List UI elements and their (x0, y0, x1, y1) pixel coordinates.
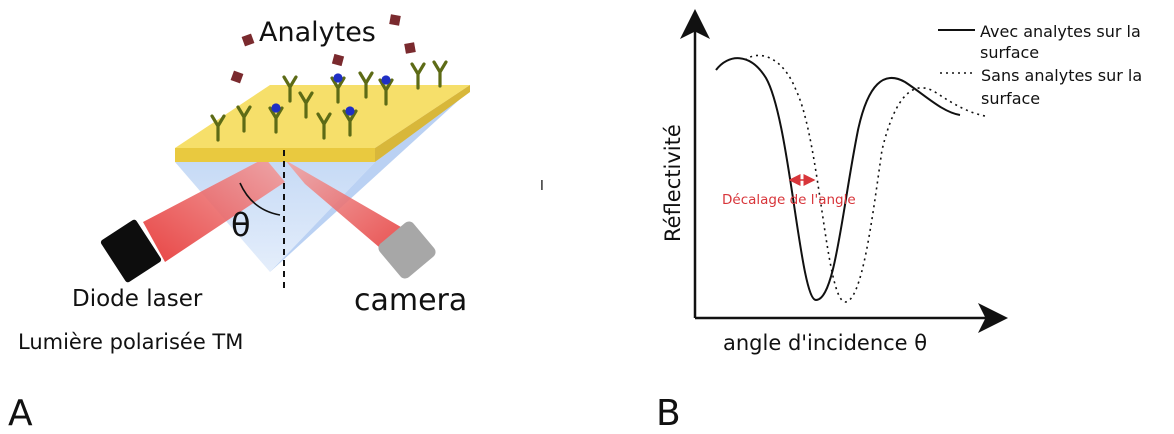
incident-beam (143, 158, 285, 262)
panel-b: Décalage de l'angle Réflectivité angle d… (656, 9, 1142, 434)
panel-a: Analytes θ Diode laser Lumière polarisée… (8, 14, 470, 434)
laser-diode-icon (100, 219, 162, 283)
panel-a-letter: A (8, 393, 33, 430)
legend-item-1-line1: Avec analytes sur la (980, 22, 1141, 41)
receptor-icon (378, 75, 394, 106)
legend-item-2-line2: surface (981, 89, 1040, 108)
bound-analyte-icon (345, 106, 355, 116)
angle-shift-label: Décalage de l'angle (722, 192, 856, 208)
bound-analyte-icon (381, 75, 391, 85)
bound-analyte-icon (333, 73, 343, 83)
receptor-icon (282, 75, 298, 103)
curve-without-analytes (744, 54, 986, 303)
laser-label: Diode laser (72, 286, 203, 312)
receptor-icon (316, 112, 332, 140)
prism-side (270, 90, 470, 272)
gold-surface-front (175, 148, 375, 162)
panel-b-letter: B (656, 393, 681, 430)
free-analyte-icon (389, 14, 401, 26)
receptor-icon (432, 60, 448, 88)
legend-item-1-line2: surface (980, 43, 1039, 62)
theta-label: θ (231, 206, 251, 244)
camera-icon (378, 221, 436, 279)
receptor-icon (268, 103, 284, 134)
free-analyte-icon (230, 70, 244, 84)
gold-surface-top (175, 85, 470, 148)
free-analyte-icon (241, 33, 255, 47)
receptor-group (210, 60, 448, 142)
free-analyte-icon (404, 42, 416, 54)
curve-with-analytes (715, 57, 961, 302)
receptor-icon (210, 114, 226, 142)
receptor-icon (342, 106, 358, 137)
receptor-icon (236, 105, 252, 133)
receptor-icon (298, 91, 314, 119)
angle-arc (239, 182, 281, 216)
x-axis-label: angle d'incidence θ (723, 331, 927, 355)
receptor-icon (358, 71, 374, 99)
receptor-icon (410, 62, 426, 90)
legend-item-2-line1: Sans analytes sur la (981, 66, 1142, 85)
analytes-label: Analytes (259, 17, 376, 48)
camera-label: camera (354, 283, 467, 318)
free-analyte-icon (331, 53, 345, 67)
analyte-group (230, 14, 416, 84)
y-axis-label: Réflectivité (661, 124, 685, 242)
stray-mark: I (540, 179, 544, 194)
gold-surface-side (375, 85, 470, 162)
legend: Avec analytes sur la surface Sans analyt… (938, 22, 1142, 108)
receptor-icon (330, 73, 346, 104)
polarization-label: Lumière polarisée TM (18, 330, 243, 354)
bound-analyte-icon (271, 103, 281, 113)
